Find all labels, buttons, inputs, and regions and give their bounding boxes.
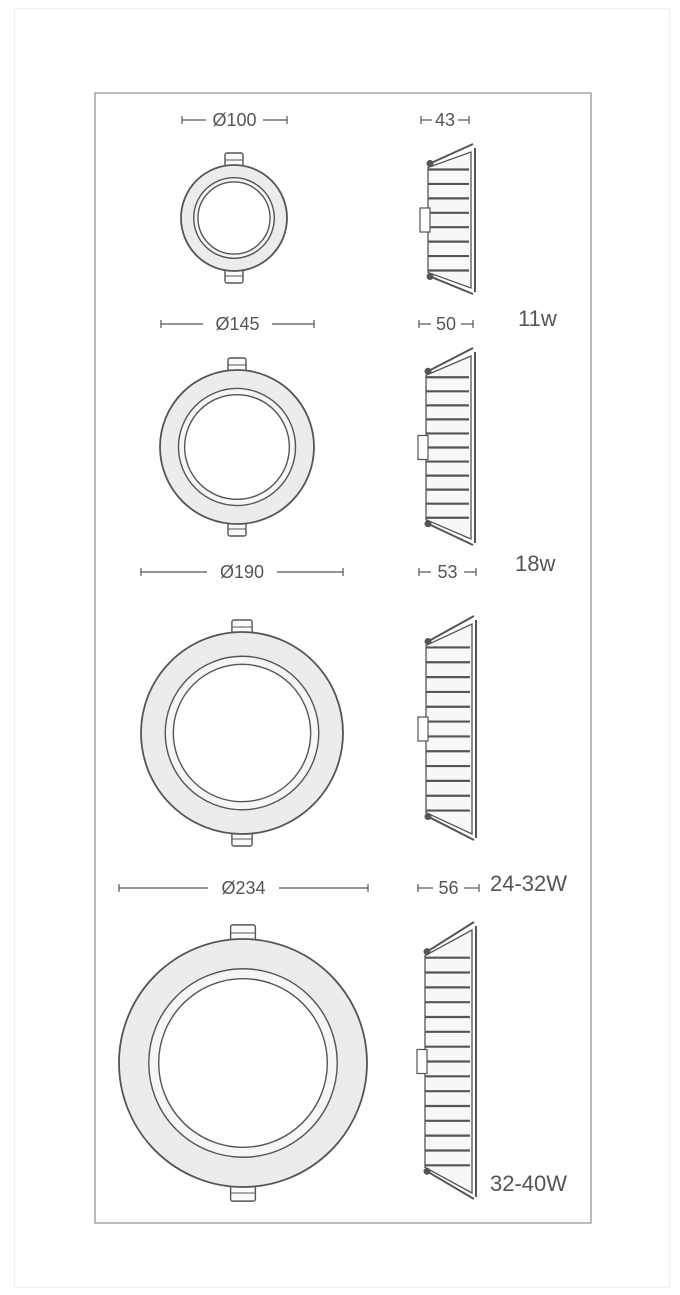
height-dimension-1: 43 xyxy=(420,110,470,130)
connector-box xyxy=(419,207,431,233)
lens-opening xyxy=(157,977,329,1149)
spring-pivot-bottom xyxy=(423,1167,431,1175)
connector-box xyxy=(417,434,429,461)
front-view-1 xyxy=(180,152,288,284)
power-label: 32-40W xyxy=(490,1171,567,1196)
height-label: 56 xyxy=(438,878,458,898)
front-view-3 xyxy=(140,619,344,847)
power-label: 11w xyxy=(518,306,557,331)
drawing-frame xyxy=(94,92,592,1224)
spring-arm-top xyxy=(427,615,475,643)
diameter-label: Ø234 xyxy=(221,878,265,898)
front-view-4 xyxy=(118,924,368,1202)
model-3: Ø190 53 24-32W xyxy=(140,562,567,896)
height-label: 50 xyxy=(436,314,456,334)
height-dimension-4: 56 xyxy=(417,878,480,898)
spring-arm-bottom xyxy=(426,1170,475,1200)
side-view-2 xyxy=(417,347,476,546)
page-background xyxy=(14,8,670,1288)
housing-body xyxy=(427,151,472,289)
spring-pivot-top xyxy=(423,948,431,956)
lens-opening xyxy=(172,663,312,803)
model-2: Ø145 50 18w xyxy=(159,314,555,576)
spring-arm-top xyxy=(429,143,474,165)
model-1: Ø100 43 11w xyxy=(180,110,557,331)
spring-pivot-bottom xyxy=(424,813,432,821)
spring-pivot-top xyxy=(424,637,432,645)
spring-pivot-bottom xyxy=(426,272,434,280)
diameter-dimension-3: Ø190 xyxy=(140,562,344,582)
lens-opening xyxy=(183,393,291,501)
diameter-label: Ø190 xyxy=(220,562,264,582)
height-dimension-3: 53 xyxy=(418,562,477,582)
diameter-label: Ø145 xyxy=(215,314,259,334)
connector-box xyxy=(417,716,429,742)
height-label: 43 xyxy=(435,110,455,130)
model-4: Ø234 56 32-40W xyxy=(118,878,567,1202)
diameter-label: Ø100 xyxy=(212,110,256,130)
spring-pivot-top xyxy=(424,367,432,375)
connector-box xyxy=(416,1048,428,1075)
side-view-3 xyxy=(417,615,477,841)
spring-arm-bottom xyxy=(427,815,475,841)
housing-body xyxy=(425,622,473,836)
diameter-dimension-1: Ø100 xyxy=(181,110,288,130)
power-label: 24-32W xyxy=(490,871,567,896)
front-view-2 xyxy=(159,357,315,537)
lens-opening xyxy=(197,181,271,255)
diameter-dimension-2: Ø145 xyxy=(160,314,315,334)
height-dimension-2: 50 xyxy=(418,314,474,334)
spring-pivot-bottom xyxy=(424,520,432,528)
spring-pivot-top xyxy=(426,160,434,168)
power-label: 18w xyxy=(515,551,555,576)
spring-arm-top xyxy=(427,347,474,373)
side-view-4 xyxy=(416,921,477,1200)
spring-arm-top xyxy=(426,921,475,953)
side-view-1 xyxy=(419,143,476,295)
spring-arm-bottom xyxy=(427,522,474,546)
height-label: 53 xyxy=(437,562,457,582)
spring-arm-bottom xyxy=(429,275,474,295)
diameter-dimension-4: Ø234 xyxy=(118,878,369,898)
